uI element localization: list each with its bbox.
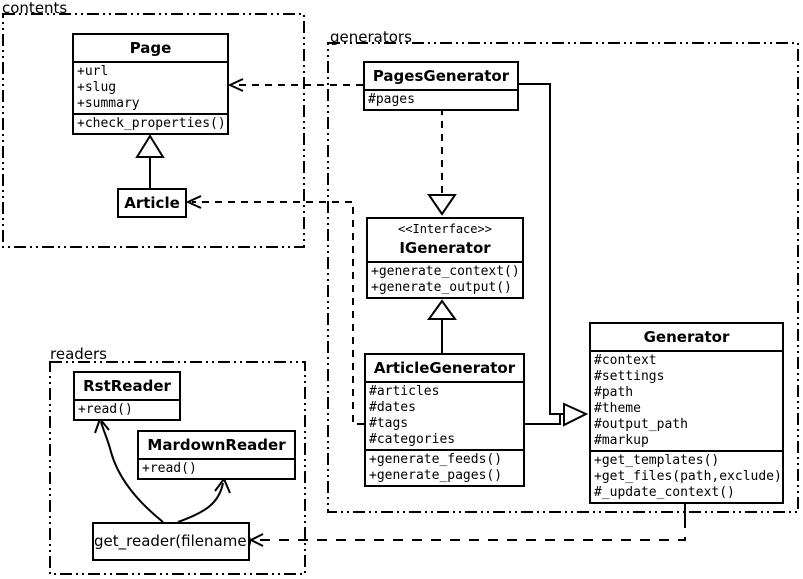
inheritance-line-pagesgenerator-generator <box>518 83 564 415</box>
package-label-generators: generators <box>330 28 412 46</box>
class-rst-reader-methods: +read() <box>75 399 179 419</box>
class-article-generator: ArticleGenerator #articles #dates #tags … <box>364 353 525 487</box>
class-article: Article <box>117 188 187 218</box>
class-page: Page +url +slug +summary +check_properti… <box>72 33 229 135</box>
class-generator-title: Generator <box>643 328 730 346</box>
class-pages-generator-attributes: #pages <box>365 89 517 109</box>
class-article-title: Article <box>124 194 180 212</box>
attribute-row: #settings <box>594 369 665 384</box>
attribute-row: #output_path <box>594 417 688 432</box>
method-row: +check_properties() <box>77 116 226 131</box>
method-row: +generate_feeds() <box>369 452 503 467</box>
dependency-line-articlegenerator-article <box>192 201 364 425</box>
method-row: +generate_pages() <box>369 468 503 483</box>
interface-igenerator-title: <<Interface>> IGenerator <box>368 219 522 261</box>
open-arrowhead-article <box>185 195 202 209</box>
class-generator-methods: +get_templates() +get_files(path,exclude… <box>591 450 782 502</box>
class-page-methods: +check_properties() <box>74 113 227 133</box>
attribute-row: #theme <box>594 401 641 416</box>
interface-stereotype: <<Interface>> <box>398 222 492 236</box>
attribute-row: #articles <box>369 384 440 399</box>
inheritance-line-articlegenerator-generator <box>525 414 561 425</box>
class-rst-reader-title: RstReader <box>83 377 171 395</box>
class-pages-generator: PagesGenerator #pages <box>363 61 519 111</box>
function-get-reader: get_reader(filename) <box>92 522 252 561</box>
class-article-generator-attributes: #articles #dates #tags #categories <box>366 381 523 449</box>
attribute-row: #dates <box>369 400 416 415</box>
attribute-row: #tags <box>369 416 409 431</box>
class-markdown-reader-methods: +read() <box>139 458 294 478</box>
method-row: +generate_output() <box>371 280 512 295</box>
interface-igenerator-methods: +generate_context() +generate_output() <box>368 261 522 297</box>
class-markdown-reader-title: MardownReader <box>147 436 286 454</box>
attribute-row: +summary <box>77 96 140 111</box>
interface-name: IGenerator <box>399 239 491 257</box>
hollow-triangle-article-page <box>135 134 165 158</box>
attribute-row: #context <box>594 353 657 368</box>
package-label-readers: readers <box>50 345 107 363</box>
package-readers-border <box>49 361 306 575</box>
method-row: +get_files(path,exclude) <box>594 469 782 484</box>
curve-getreader-markdownreader <box>177 482 224 523</box>
package-label-contents: contents <box>2 0 68 17</box>
class-generator: Generator #context #settings #path #them… <box>589 322 784 504</box>
interface-igenerator: <<Interface>> IGenerator +generate_conte… <box>366 217 524 299</box>
open-arrowhead-page <box>227 78 244 92</box>
method-row: +generate_context() <box>371 264 520 279</box>
hollow-triangle-generator <box>563 402 589 427</box>
hollow-triangle-pagesgenerator-igenerator <box>427 194 457 216</box>
class-page-attributes: +url +slug +summary <box>74 61 227 113</box>
dependency-line-generator-getreader <box>255 518 686 541</box>
method-row: #_update_context() <box>594 485 735 500</box>
open-arrowhead-getreader <box>248 533 264 547</box>
package-generators-border <box>327 42 799 513</box>
attribute-row: #path <box>594 385 634 400</box>
class-article-generator-methods: +generate_feeds() +generate_pages() <box>366 449 523 485</box>
hollow-triangle-articlegenerator-igenerator <box>427 299 457 320</box>
attribute-row: +url <box>77 64 109 79</box>
curve-getreader-rstreader <box>100 421 164 523</box>
method-row: +read() <box>142 461 197 476</box>
method-row: +get_templates() <box>594 453 720 468</box>
attribute-row: +slug <box>77 80 117 95</box>
attribute-row: #markup <box>594 433 649 448</box>
class-generator-attributes: #context #settings #path #theme #output_… <box>591 350 782 450</box>
class-rst-reader: RstReader +read() <box>73 371 181 421</box>
class-page-title: Page <box>129 39 172 57</box>
class-pages-generator-title: PagesGenerator <box>372 67 510 85</box>
package-contents-border <box>2 13 305 248</box>
class-article-generator-title: ArticleGenerator <box>373 359 516 377</box>
method-row: +read() <box>78 402 133 417</box>
class-markdown-reader: MardownReader +read() <box>137 430 296 480</box>
attribute-row: #categories <box>369 432 456 447</box>
attribute-row: #pages <box>368 92 415 107</box>
